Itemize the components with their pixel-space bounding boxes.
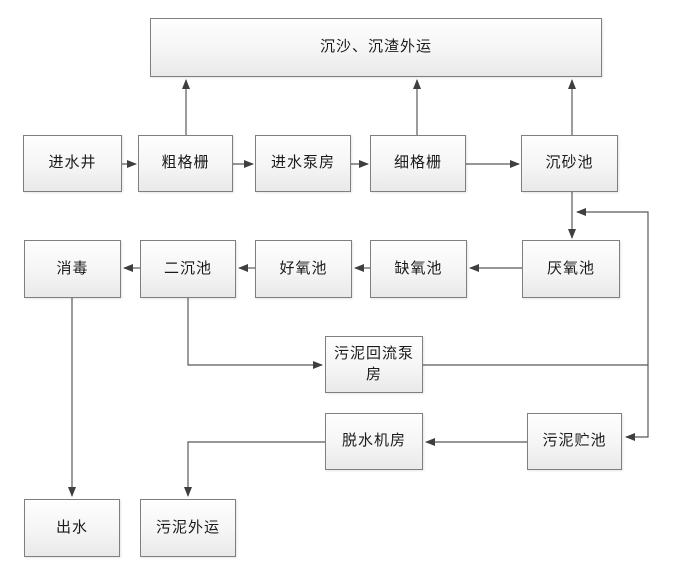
node-inlet-pump-house: 进水泵房 [255, 135, 351, 192]
node-sediment-slag-transport: 沉沙、沉渣外运 [150, 18, 602, 77]
node-grit-chamber: 沉砂池 [521, 135, 618, 192]
node-disinfection: 消毒 [24, 240, 121, 298]
node-aerobic-tank: 好氧池 [255, 240, 352, 298]
node-anaerobic-tank: 厌氧池 [522, 240, 620, 298]
node-sludge-return-pump-house: 污泥回流泵房 [325, 336, 423, 393]
node-fine-screen: 细格栅 [370, 135, 466, 192]
node-coarse-screen: 粗格栅 [138, 135, 233, 192]
edge-erchenchi-huiliubengfang [187, 298, 323, 369]
node-sludge-transport-out: 污泥外运 [140, 499, 236, 557]
node-secondary-clarifier: 二沉池 [140, 240, 236, 298]
edge-huiliubengfang-wunizhuchi [625, 365, 649, 441]
edge-huiliubengfang-return-yanyangchi [423, 208, 649, 366]
node-effluent: 出水 [24, 499, 120, 557]
edge-tuoshuijifang-wuniwaiyun [184, 441, 325, 497]
node-sludge-storage-tank: 污泥贮池 [527, 413, 622, 470]
node-dewatering-room: 脱水机房 [325, 413, 423, 470]
node-anoxic-tank: 缺氧池 [370, 240, 467, 298]
node-inlet-well: 进水井 [23, 135, 122, 192]
